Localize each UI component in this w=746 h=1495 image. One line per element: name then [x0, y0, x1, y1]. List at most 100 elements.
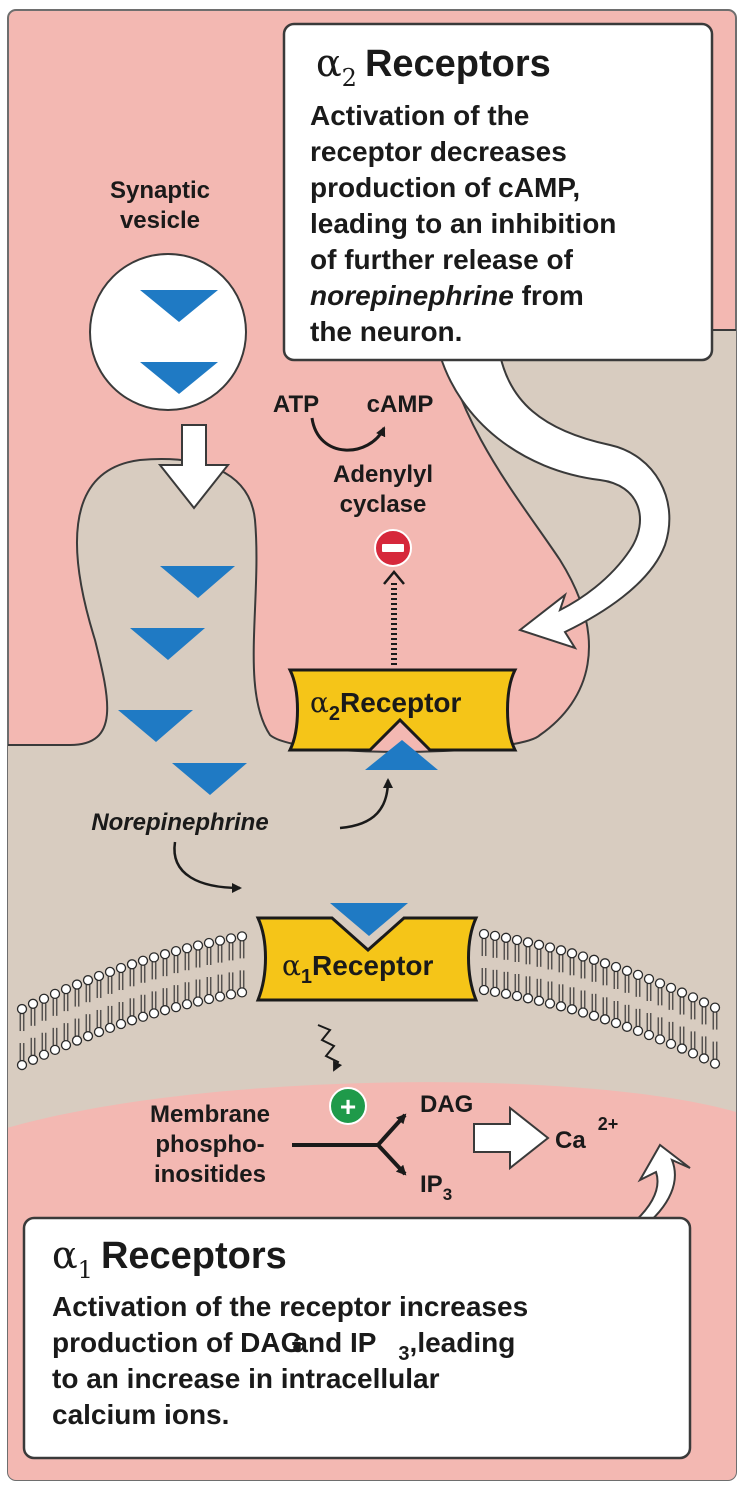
bound-norepinephrine-alpha2	[365, 740, 438, 770]
vesicle-label-line1: Synaptic	[110, 177, 210, 204]
phospholipid	[577, 990, 589, 1018]
camp-label: cAMP	[367, 391, 434, 418]
phospholipid	[522, 937, 534, 965]
alpha2-box-line-7: the neuron.	[310, 316, 462, 347]
phospholipid	[654, 1017, 666, 1045]
phospholipid	[27, 1037, 39, 1065]
phospholipid	[181, 982, 193, 1010]
phospholipid	[522, 976, 534, 1004]
phospholipid	[93, 1009, 105, 1038]
alpha1-receptor-label: α1Receptor	[282, 949, 434, 988]
phospholipid	[16, 1003, 28, 1032]
phospholipid	[687, 992, 699, 1020]
alpha2-box-line-4: leading to an inhibition	[310, 208, 616, 239]
stimulate-icon	[329, 1087, 367, 1125]
atp-label: ATP	[273, 391, 319, 418]
alpha2-box-line-1: Activation of the	[310, 100, 529, 131]
norepinephrine-molecule-1	[160, 566, 235, 598]
phospholipid	[115, 962, 127, 991]
alpha2-receptor-label: α2Receptor	[310, 686, 462, 725]
phospholipid	[621, 965, 633, 993]
arrow-to-alpha2	[339, 778, 393, 830]
phospholipid	[104, 966, 116, 994]
lipid-bilayer	[16, 928, 721, 1071]
alpha1-box-line-2c: ,leading	[410, 1327, 516, 1358]
norepinephrine-molecule-4	[172, 763, 247, 795]
alpha1-box-line-2b: and IP	[292, 1327, 376, 1358]
alpha2-box-greek: α	[316, 41, 342, 85]
phospholipid	[148, 952, 160, 980]
phospholipid	[511, 934, 523, 962]
alpha2-box-line-3: production of cAMP,	[310, 172, 580, 203]
alpha1-box-line-2-sub: 3	[398, 1343, 409, 1365]
arrow-to-alpha1	[173, 841, 242, 893]
phospholipid	[632, 1008, 644, 1036]
atp-camp-conversion-arrow	[310, 417, 386, 452]
phospholipid	[148, 991, 160, 1019]
phospholipid	[181, 943, 193, 971]
phospholipid	[687, 1031, 699, 1059]
phospholipid	[533, 939, 545, 967]
phospholipid	[621, 1004, 633, 1032]
alpha1-box-sub: 1	[78, 1256, 93, 1284]
synaptic-vesicle	[89, 253, 247, 411]
phospholipid	[665, 982, 677, 1010]
phospholipid	[214, 935, 226, 963]
alpha2-info-box	[282, 22, 714, 362]
phospholipid	[115, 1002, 127, 1030]
phospholipid	[49, 988, 61, 1016]
alpha1-box-title-text: Receptors	[101, 1235, 287, 1277]
alpha1-callout-pointer	[622, 1143, 691, 1231]
dag-label: DAG	[420, 1091, 473, 1118]
alpha2-box-line-6: norepinephrine from	[310, 280, 584, 311]
bound-norepinephrine-alpha1	[330, 903, 408, 936]
phospholipid	[489, 930, 501, 958]
phospholipid	[500, 971, 512, 999]
phospholipid	[60, 1023, 72, 1051]
vesicle-norepinephrine-1	[140, 290, 218, 322]
phospholipid	[170, 945, 182, 974]
alpha2-box-line-6-rest: from	[514, 280, 584, 311]
phospholipid	[236, 931, 248, 959]
phospholipid	[643, 1013, 655, 1041]
phospholipid	[236, 970, 248, 998]
arrow-to-dag	[376, 1113, 407, 1147]
alpha1-box-line-2a: production of DAG	[52, 1327, 302, 1358]
alpha1-receptor-greek: α	[282, 949, 301, 982]
alpha2-box-norepinephrine-italic: norepinephrine	[310, 280, 514, 311]
phospholipid	[126, 959, 138, 987]
phospholipid	[38, 1032, 50, 1060]
phospholipid	[610, 961, 622, 989]
phospholipid	[159, 949, 171, 977]
phospholipid	[93, 970, 105, 998]
phospholipid	[665, 1021, 677, 1050]
calcium-label: Ca2+	[555, 1114, 618, 1154]
phospholipid	[588, 993, 600, 1021]
phospholipid	[654, 978, 666, 1006]
phospholipid	[214, 974, 226, 1002]
alpha2-box-title-text: Receptors	[365, 43, 551, 85]
alpha1-box-line-3: to an increase in intracellular	[52, 1363, 440, 1394]
inhibit-icon-bar	[382, 544, 404, 552]
phospholipid	[566, 987, 578, 1015]
alpha2-receptor	[287, 668, 518, 752]
source-line-3: inositides	[154, 1161, 266, 1188]
phospholipid	[159, 988, 171, 1016]
phospholipid	[60, 983, 72, 1012]
alpha1-box-line-1: Activation of the receptor increases	[52, 1291, 528, 1322]
vesicle-norepinephrine-2	[140, 362, 218, 394]
alpha2-box-line-2: receptor decreases	[310, 136, 567, 167]
inhibit-signal-arrowhead	[383, 570, 405, 585]
phospholipid	[533, 978, 545, 1006]
alpha2-box-line-5: of further release of	[310, 244, 574, 275]
phospholipid	[27, 998, 39, 1026]
phospholipid	[544, 981, 556, 1009]
norepinephrine-molecule-2	[130, 628, 205, 660]
calcium-text: Ca	[555, 1127, 586, 1154]
phospholipid	[82, 975, 94, 1003]
alpha1-box-line-2: production of DAGand IP 3,leading	[52, 1327, 515, 1365]
source-line-2: phospho-	[155, 1131, 264, 1158]
alpha2-receptor-sub: 2	[329, 703, 340, 725]
phospholipid	[643, 973, 655, 1002]
alpha2-box-sub: 2	[342, 64, 357, 92]
